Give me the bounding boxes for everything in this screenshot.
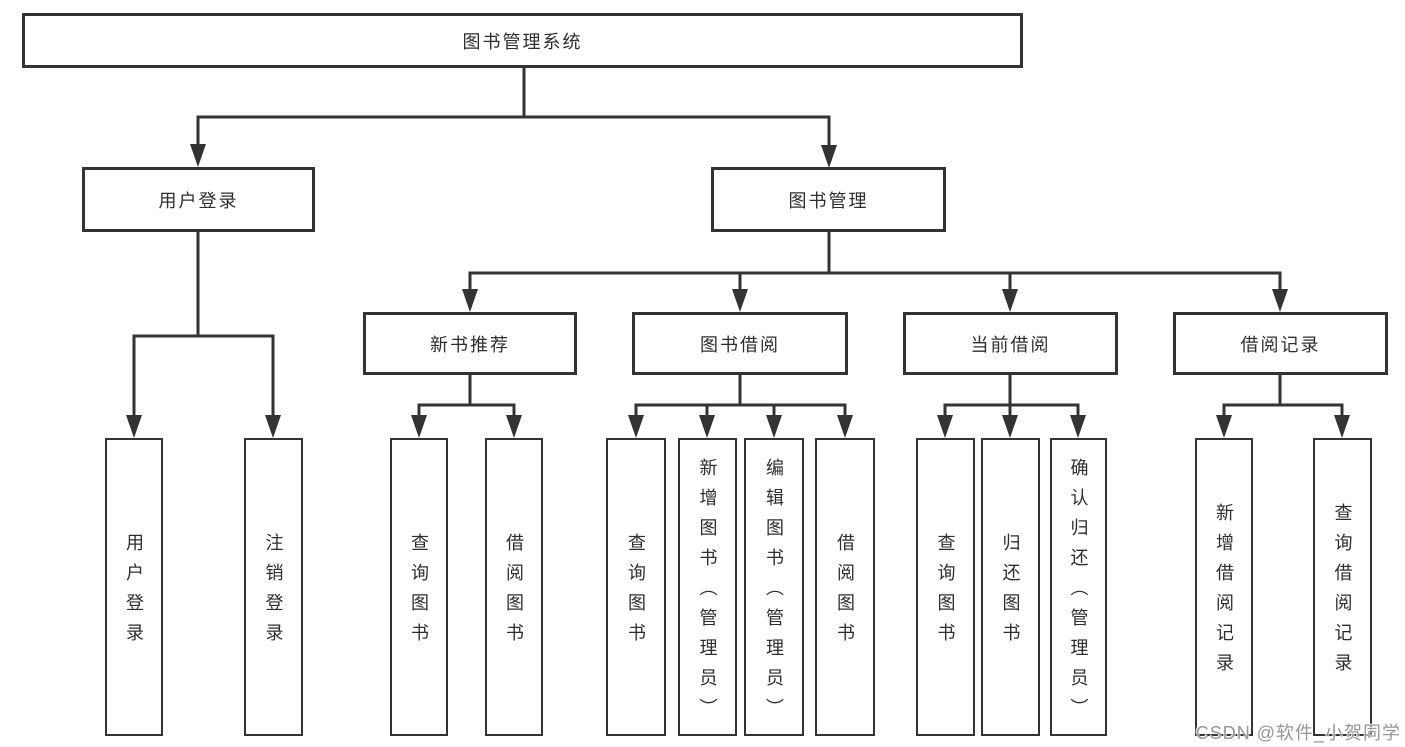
node-label: 新书推荐 [430, 334, 510, 355]
leaf-current-return-books: 归还图书 [981, 438, 1040, 736]
node-new-book-recommend: 新书推荐 [363, 312, 577, 375]
node-root-system: 图书管理系统 [22, 13, 1023, 68]
leaf-label: 查询图书 [409, 533, 429, 653]
leaf-logout-login: 注销登录 [244, 438, 303, 736]
leaf-label: 新增借阅记录 [1214, 503, 1234, 683]
node-label: 图书管理 [788, 190, 869, 211]
leaf-label: 查询借阅记录 [1332, 503, 1353, 683]
leaf-borrow-edit-books-admin: 编辑图书（管理员） [744, 438, 804, 736]
node-book-management: 图书管理 [711, 167, 946, 232]
leaf-borrow-add-books-admin: 新增图书（管理员） [678, 438, 737, 736]
node-current-borrow: 当前借阅 [903, 312, 1118, 375]
leaf-newbooks-query-books: 查询图书 [390, 438, 448, 736]
leaf-current-query-books: 查询图书 [916, 438, 975, 736]
watermark: CSDN @软件_小贺同学 [1195, 723, 1401, 743]
leaf-user-login: 用户登录 [105, 438, 163, 736]
leaf-label: 借阅图书 [504, 533, 524, 653]
node-user-login: 用户登录 [82, 167, 315, 232]
leaf-label: 归还图书 [1000, 533, 1021, 653]
leaf-label: 查询图书 [935, 533, 956, 653]
leaf-label: 注销登录 [263, 533, 284, 653]
leaf-label: 确认归还（管理员） [1068, 458, 1089, 728]
node-book-borrow: 图书借阅 [632, 312, 848, 375]
node-label: 图书借阅 [700, 334, 780, 355]
leaf-label: 编辑图书（管理员） [764, 458, 784, 728]
leaf-records-query-record: 查询借阅记录 [1313, 438, 1372, 736]
leaf-label: 用户登录 [124, 533, 144, 653]
leaf-borrow-borrow-books: 借阅图书 [815, 438, 875, 736]
leaf-newbooks-borrow-books: 借阅图书 [485, 438, 543, 736]
node-label: 当前借阅 [970, 334, 1051, 355]
leaf-current-confirm-return-admin: 确认归还（管理员） [1050, 438, 1107, 736]
node-label: 借阅记录 [1240, 334, 1321, 355]
leaf-label: 查询图书 [626, 533, 646, 653]
leaf-borrow-query-books: 查询图书 [606, 438, 666, 736]
node-borrow-records: 借阅记录 [1173, 312, 1388, 375]
node-label: 用户登录 [158, 190, 239, 211]
leaf-label: 新增图书（管理员） [697, 458, 718, 728]
leaf-label: 借阅图书 [835, 533, 855, 653]
leaf-records-add-record: 新增借阅记录 [1195, 438, 1253, 736]
node-label: 图书管理系统 [462, 31, 583, 52]
